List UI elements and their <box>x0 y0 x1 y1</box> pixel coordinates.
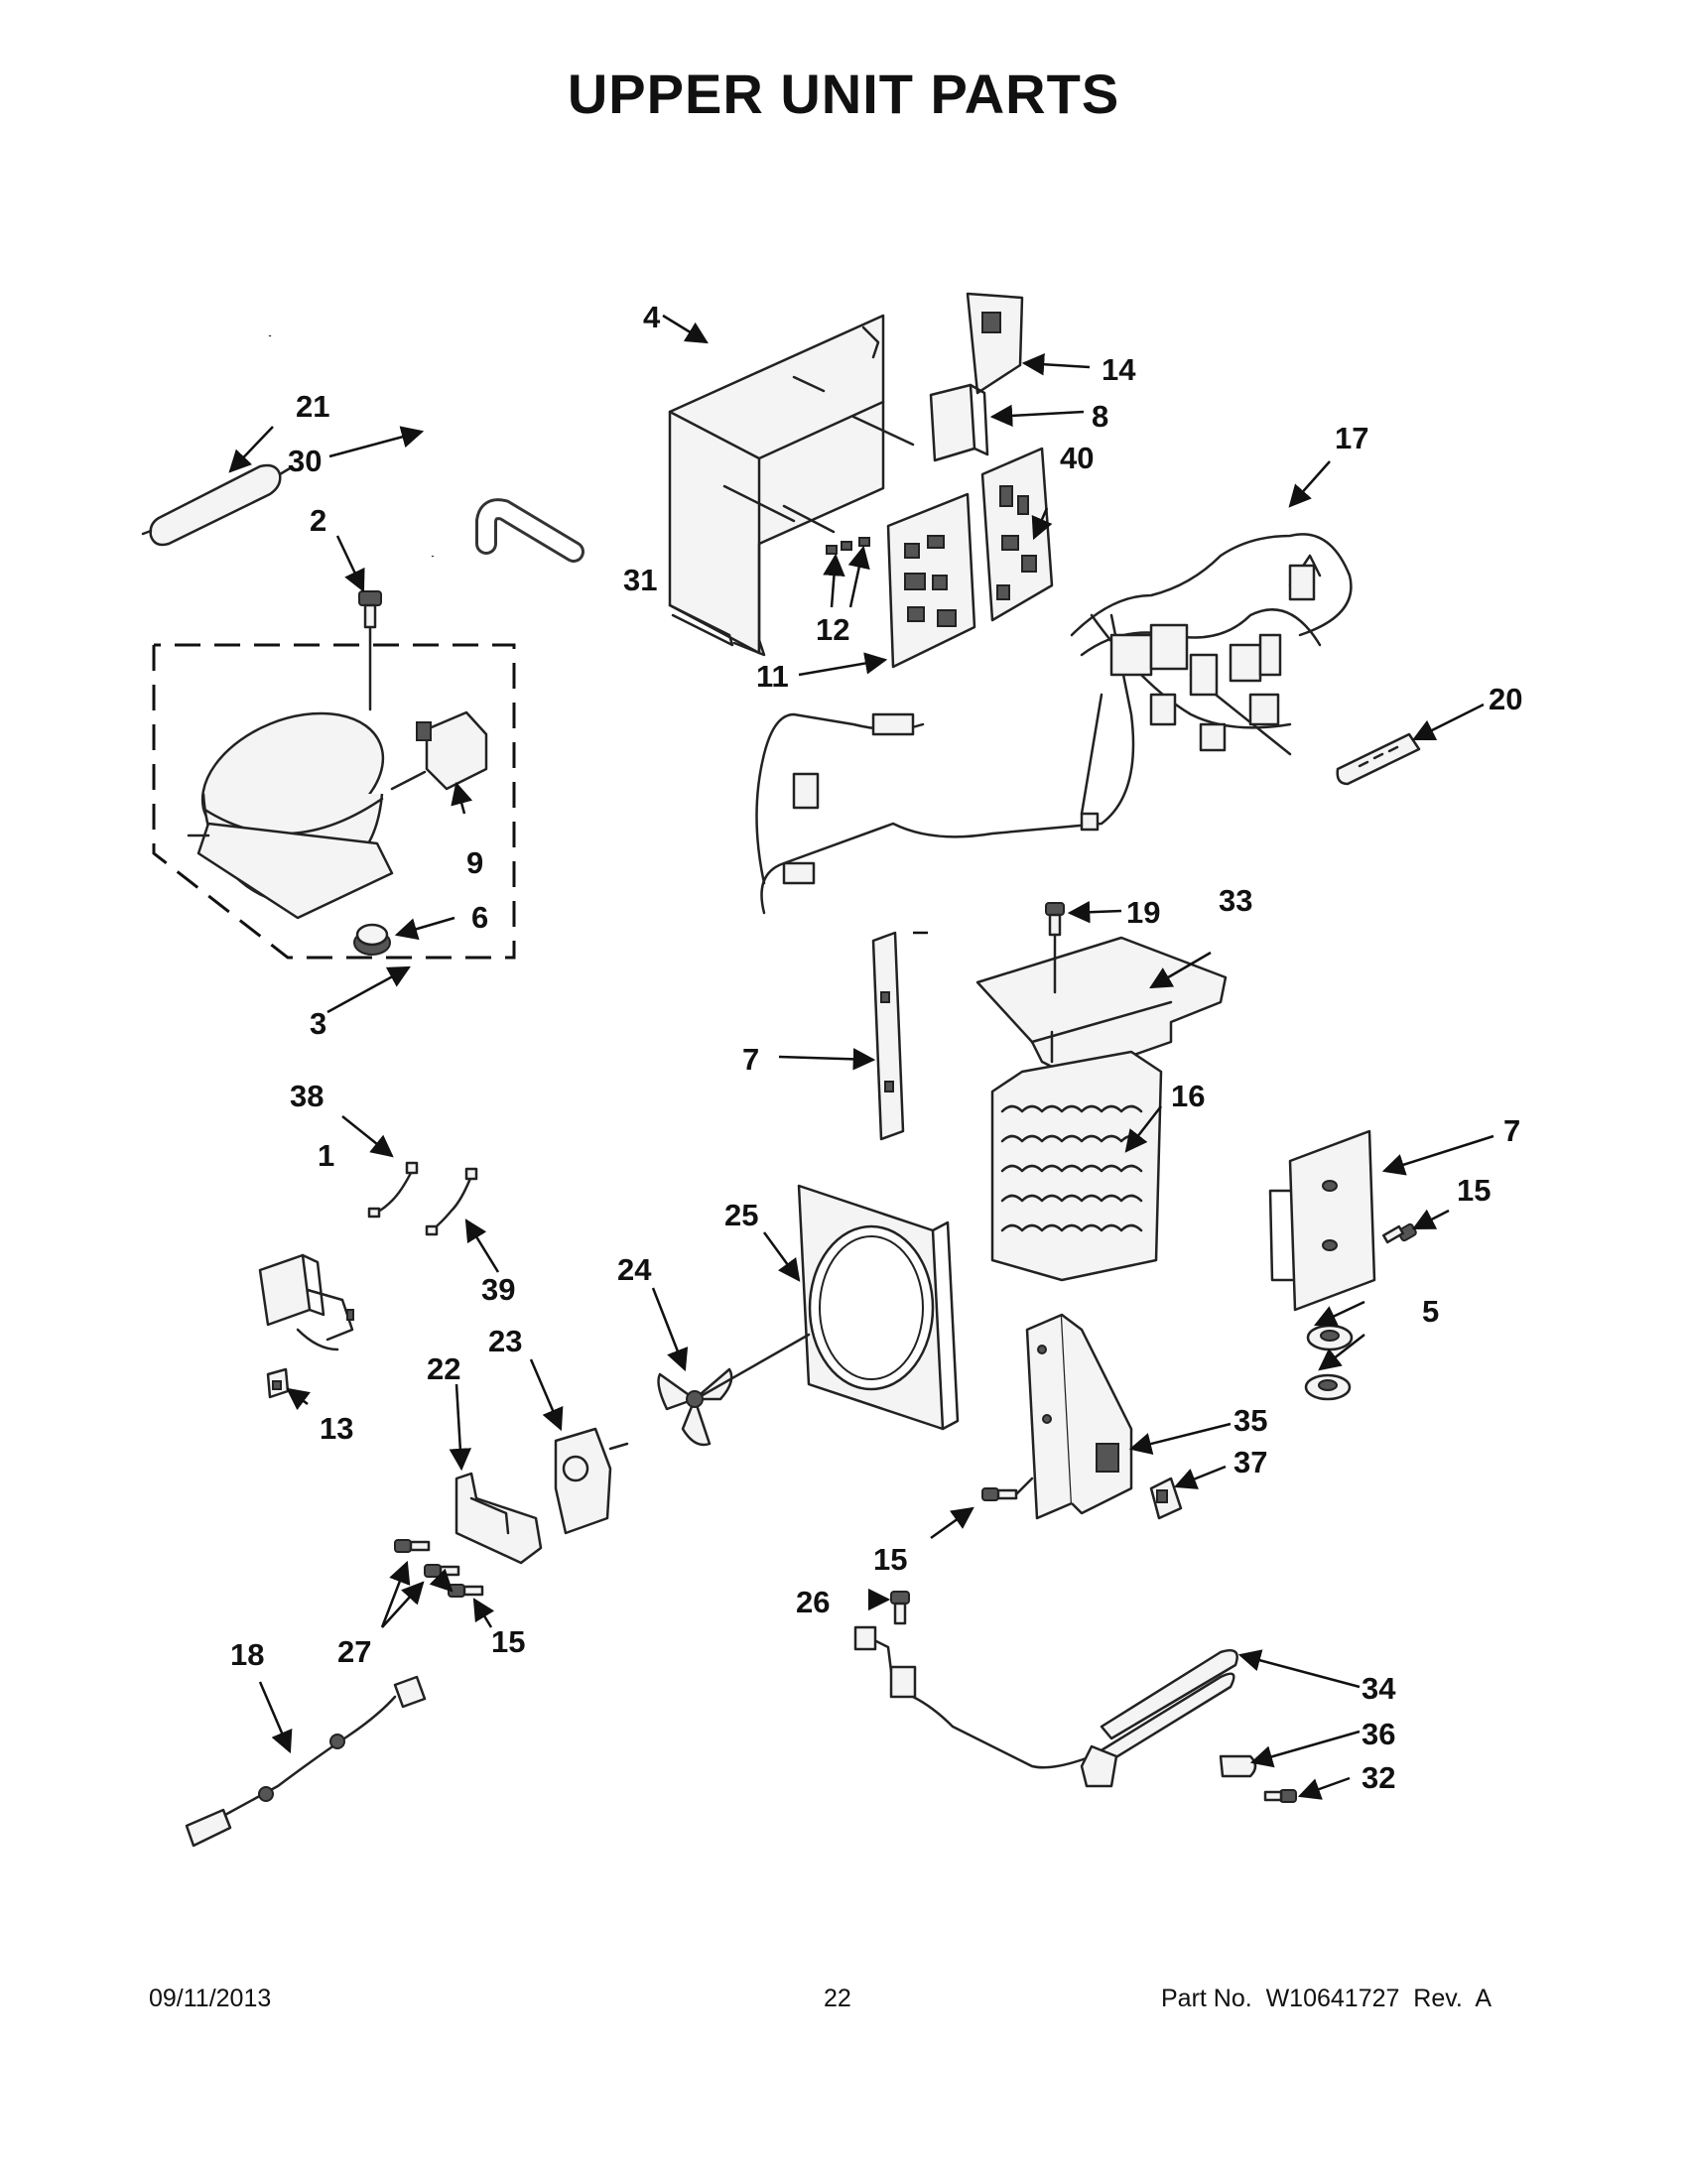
wiring-harness-part <box>755 533 1353 915</box>
callout-3: 3 <box>310 1006 326 1041</box>
evaporator-bracket-part <box>1025 1313 1133 1520</box>
tie-strap-part <box>1336 732 1421 786</box>
label-part <box>266 1367 290 1399</box>
evaporator-part <box>990 1050 1163 1282</box>
callout-34: 34 <box>1362 1671 1396 1706</box>
callout-1: 1 <box>318 1138 334 1173</box>
relay-box-part <box>929 383 989 462</box>
screw-part-center <box>981 1477 1034 1501</box>
compressor-assembly <box>152 643 516 960</box>
main-control-board-part <box>886 492 976 669</box>
callout-39: 39 <box>481 1272 515 1307</box>
callout-26: 26 <box>796 1585 830 1619</box>
callout-12: 12 <box>816 612 849 647</box>
drier-part <box>141 463 292 547</box>
callout-35: 35 <box>1233 1403 1267 1438</box>
callout-23: 23 <box>488 1324 522 1358</box>
suction-tube-part <box>475 498 584 563</box>
callout-22: 22 <box>427 1351 460 1386</box>
callout-8: 8 <box>1092 399 1108 434</box>
clip-screw-part <box>1263 1789 1297 1803</box>
evaporator-cover-part <box>975 936 1228 1079</box>
callout-labels: 1 2 3 4 5 6 7 7 8 9 11 12 13 14 15 15 15… <box>230 300 1522 1795</box>
callout-7-left: 7 <box>742 1042 759 1077</box>
page-title: UPPER UNIT PARTS <box>567 63 1120 125</box>
callout-4: 4 <box>643 300 661 334</box>
callout-33: 33 <box>1219 883 1252 918</box>
grommets-part <box>1304 1324 1354 1401</box>
damper-part <box>554 1427 629 1535</box>
jumper-wires-part <box>367 1161 478 1236</box>
heater-clip-part <box>1219 1754 1257 1778</box>
callout-14: 14 <box>1102 352 1136 387</box>
callout-37: 37 <box>1233 1445 1267 1479</box>
damper-bracket-part <box>454 1472 543 1565</box>
callout-36: 36 <box>1362 1717 1395 1751</box>
control-board-part-40 <box>980 447 1054 622</box>
callout-15-center: 15 <box>873 1542 907 1577</box>
defrost-heater-part <box>853 1625 1238 1788</box>
footer-part-number: Part No. W10641727 Rev. A <box>1161 1985 1492 2012</box>
damper-screws-part <box>394 1539 484 1598</box>
screw-part-right <box>1381 1222 1417 1244</box>
bracket-strip-part <box>871 931 905 1141</box>
transformer-part <box>258 1253 354 1351</box>
callout-38: 38 <box>290 1079 324 1113</box>
callout-16: 16 <box>1171 1079 1205 1113</box>
power-cord-part <box>185 1675 427 1848</box>
thermal-fuse-part <box>1149 1477 1183 1520</box>
callout-20: 20 <box>1489 682 1522 716</box>
screw-part <box>358 590 382 711</box>
callout-7-right: 7 <box>1503 1113 1520 1148</box>
callout-17: 17 <box>1335 421 1368 455</box>
callout-18: 18 <box>230 1637 264 1672</box>
callout-21: 21 <box>296 389 329 424</box>
callout-6: 6 <box>471 900 488 935</box>
callout-32: 32 <box>1362 1760 1395 1795</box>
callout-13: 13 <box>320 1411 353 1446</box>
callout-15-right: 15 <box>1457 1173 1491 1208</box>
footer-page-number: 22 <box>824 1985 851 2012</box>
callout-30: 30 <box>288 444 322 478</box>
fan-blade-part <box>657 1333 811 1447</box>
callout-25: 25 <box>724 1198 758 1232</box>
discharge-tube-part <box>268 285 435 558</box>
control-housing-part <box>668 314 915 657</box>
callout-24: 24 <box>617 1252 652 1287</box>
callout-15-lower: 15 <box>491 1624 525 1659</box>
callout-2: 2 <box>310 503 326 538</box>
callout-27: 27 <box>337 1634 371 1669</box>
leader-lines <box>228 314 1494 1800</box>
callout-11: 11 <box>756 659 789 694</box>
small-control-board-part <box>966 292 1024 395</box>
cover-screw-part <box>1045 902 1065 994</box>
heater-screw-part <box>890 1591 910 1625</box>
callout-31: 31 <box>623 563 657 597</box>
callout-19: 19 <box>1126 895 1160 930</box>
bracket-part <box>1268 1129 1376 1312</box>
callout-40: 40 <box>1060 441 1094 475</box>
callout-9: 9 <box>466 845 483 880</box>
fan-shroud-part <box>797 1184 960 1431</box>
footer-date: 09/11/2013 <box>149 1985 272 2012</box>
callout-5: 5 <box>1422 1294 1439 1329</box>
